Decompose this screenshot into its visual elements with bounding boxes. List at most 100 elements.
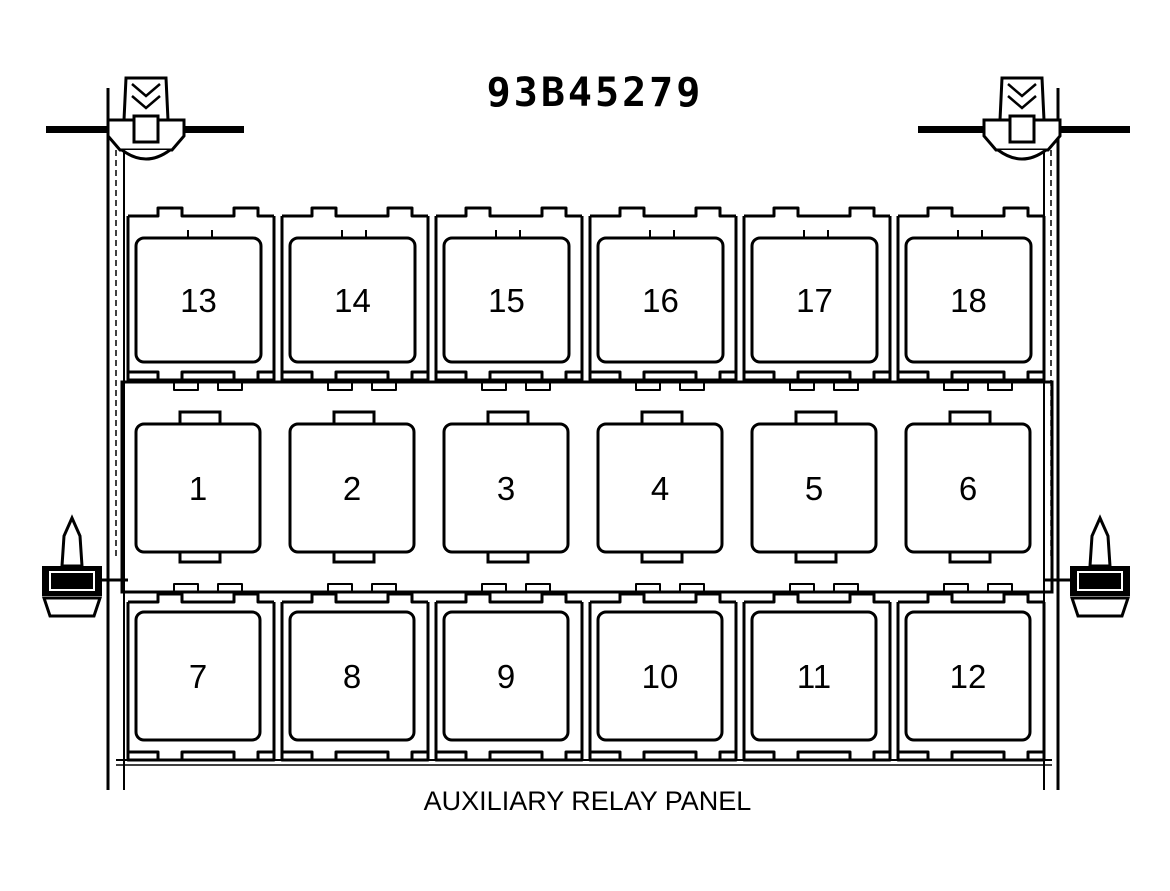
relay-body xyxy=(904,422,1032,554)
socket-housing xyxy=(896,216,1046,382)
socket-housing xyxy=(742,216,892,382)
socket-bottom-tabs xyxy=(744,370,890,382)
socket-bottom-tabs xyxy=(128,370,274,382)
relay-number-12: 12 xyxy=(950,658,987,695)
relay-socket-16: 16 xyxy=(588,206,738,382)
socket-bottom-tabs xyxy=(128,750,274,762)
mount-stud xyxy=(1088,514,1112,568)
relay-number-2: 2 xyxy=(343,470,361,507)
socket-top-tabs xyxy=(590,592,736,604)
relay-socket-8: 8 xyxy=(280,592,430,762)
mount-stud xyxy=(132,114,160,144)
socket-top-tabs xyxy=(744,206,890,218)
socket-top-tabs xyxy=(282,592,428,604)
socket-housing xyxy=(126,602,276,762)
relay-body xyxy=(596,422,724,554)
relay-socket-3: 3 xyxy=(442,381,570,593)
socket-housing xyxy=(588,216,738,382)
top-mount-right xyxy=(918,76,1130,161)
nut-thread xyxy=(131,95,161,110)
side-mount-right xyxy=(1044,514,1131,618)
relay-socket-13: 13 xyxy=(126,206,276,382)
socket-bottom-tabs xyxy=(744,750,890,762)
socket-top-tabs xyxy=(436,206,582,218)
relay-body xyxy=(904,610,1032,742)
mount-washer xyxy=(41,596,103,618)
relay-number-15: 15 xyxy=(488,282,525,319)
socket-bottom-tabs xyxy=(436,750,582,762)
relay-number-14: 14 xyxy=(334,282,371,319)
middle-row-band xyxy=(120,380,1054,594)
mount-washer xyxy=(1069,596,1131,618)
socket-top-tabs xyxy=(436,592,582,604)
relay-body xyxy=(442,422,570,554)
relay-body xyxy=(288,610,416,742)
socket-bottom-tabs xyxy=(898,370,1044,382)
socket-housing xyxy=(742,602,892,762)
relay-socket-5: 5 xyxy=(750,381,878,593)
relay-number-7: 7 xyxy=(189,658,207,695)
socket-top-tabs xyxy=(128,206,274,218)
relay-body xyxy=(442,610,570,742)
relay-number-10: 10 xyxy=(642,658,679,695)
band-top-notch xyxy=(914,381,1028,391)
relay-number-18: 18 xyxy=(950,282,987,319)
relay-number-6: 6 xyxy=(959,470,977,507)
relay-number-17: 17 xyxy=(796,282,833,319)
band-bottom-notch xyxy=(144,583,258,593)
relay-body xyxy=(750,422,878,554)
socket-top-tabs xyxy=(744,592,890,604)
relay-socket-1: 1 xyxy=(134,381,262,593)
relay-body xyxy=(134,236,263,364)
relay-body xyxy=(596,236,725,364)
relay-socket-6: 6 xyxy=(904,381,1032,593)
relay-number-4: 4 xyxy=(651,470,669,507)
relay-number-5: 5 xyxy=(805,470,823,507)
relay-body xyxy=(288,236,417,364)
socket-top-tabs xyxy=(590,206,736,218)
relay-number-11: 11 xyxy=(797,658,831,695)
relay-body xyxy=(750,610,878,742)
band-top-notch xyxy=(144,381,258,391)
relay-socket-9: 9 xyxy=(434,592,584,762)
side-mount-left xyxy=(41,514,128,618)
socket-housing xyxy=(280,602,430,762)
socket-bottom-tabs xyxy=(436,370,582,382)
socket-bottom-tabs xyxy=(590,370,736,382)
nut-thread xyxy=(131,83,161,98)
relay-body xyxy=(134,610,262,742)
diagram-code: 93B45279 xyxy=(486,70,704,116)
socket-housing xyxy=(434,216,584,382)
relay-body xyxy=(288,422,416,554)
relay-number-8: 8 xyxy=(343,658,361,695)
relay-body xyxy=(442,236,571,364)
top-mount-left xyxy=(46,76,244,161)
mount-foot xyxy=(121,148,171,161)
relay-socket-10: 10 xyxy=(588,592,738,762)
relay-number-1: 1 xyxy=(189,470,207,507)
mount-stud xyxy=(1008,114,1036,144)
nut-detail xyxy=(49,571,95,591)
socket-bottom-tabs xyxy=(898,750,1044,762)
socket-bottom-tabs xyxy=(590,750,736,762)
nut-thread xyxy=(1007,83,1037,98)
socket-bottom-tabs xyxy=(282,750,428,762)
relay-socket-15: 15 xyxy=(434,206,584,382)
band-top-notch xyxy=(606,381,720,391)
relay-socket-17: 17 xyxy=(742,206,892,382)
panel-caption: AUXILIARY RELAY PANEL xyxy=(423,786,752,816)
relay-body xyxy=(904,236,1033,364)
socket-housing xyxy=(588,602,738,762)
socket-housing xyxy=(434,602,584,762)
relay-socket-7: 7 xyxy=(126,592,276,762)
band-bottom-notch xyxy=(914,583,1028,593)
relay-body xyxy=(596,610,724,742)
mount-stud xyxy=(60,514,84,568)
band-top-notch xyxy=(452,381,566,391)
mount-foot xyxy=(997,148,1047,161)
band-bottom-notch xyxy=(452,583,566,593)
socket-top-tabs xyxy=(898,592,1044,604)
socket-bottom-tabs xyxy=(282,370,428,382)
